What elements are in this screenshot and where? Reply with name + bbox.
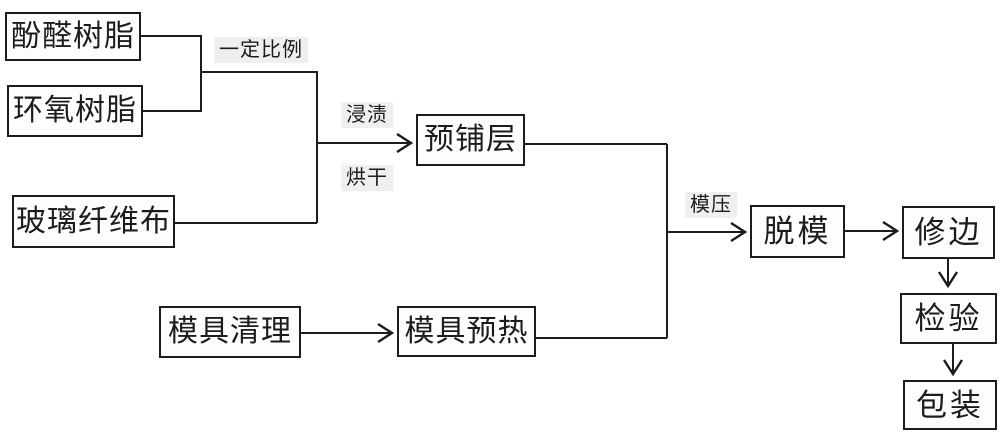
node-trimming: 修边 bbox=[902, 206, 995, 259]
node-demolding: 脱模 bbox=[750, 205, 845, 258]
edge-label-fixed-ratio: 一定比例 bbox=[214, 37, 308, 63]
node-mold-cleaning: 模具清理 bbox=[159, 306, 301, 358]
node-prelaid-layer: 预铺层 bbox=[416, 114, 525, 166]
edge-label-impregnation: 浸渍 bbox=[341, 102, 393, 128]
node-phenolic-resin: 酚醛树脂 bbox=[5, 12, 141, 61]
edge-label-compression-molding: 模压 bbox=[685, 192, 737, 218]
edge-label-drying: 烘干 bbox=[341, 165, 393, 191]
node-glass-fiber-cloth: 玻璃纤维布 bbox=[12, 195, 175, 248]
node-packaging: 包装 bbox=[903, 380, 997, 430]
node-mold-preheating: 模具预热 bbox=[397, 306, 536, 357]
node-inspection: 检验 bbox=[900, 293, 997, 344]
node-epoxy-resin: 环氧树脂 bbox=[7, 85, 143, 137]
